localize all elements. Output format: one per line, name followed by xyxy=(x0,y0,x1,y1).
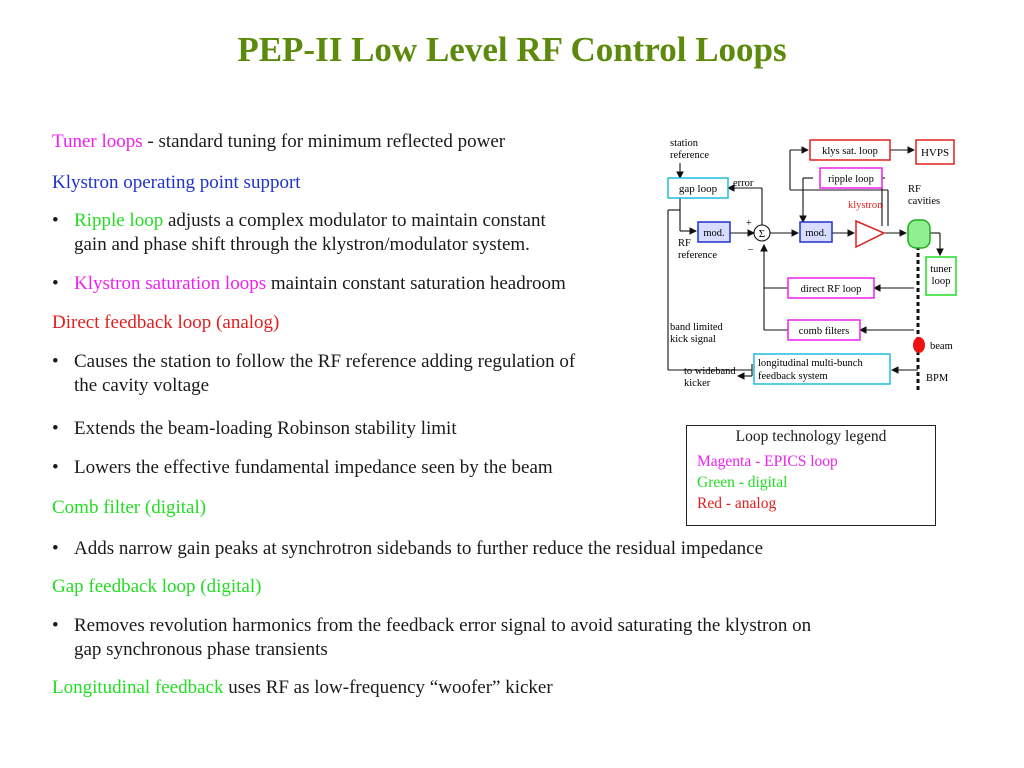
saturation-loops-item: Klystron saturation loops maintain const… xyxy=(74,272,566,296)
error-label: error xyxy=(733,178,754,189)
tuner-loop-label-1: tuner xyxy=(930,264,952,275)
klystron-symbol xyxy=(855,219,886,249)
tuner-loops-heading: Tuner loops xyxy=(52,131,143,152)
direct-rf-loop-label: direct RF loop xyxy=(801,284,862,295)
cavity-symbol xyxy=(907,219,931,249)
bpm-label: BPM xyxy=(926,373,949,384)
longitudinal-feedback-text: uses RF as low-frequency “woofer” kicker xyxy=(223,677,553,698)
minus-sign: – xyxy=(747,244,754,255)
longitudinal-feedback-heading: Longitudinal feedback xyxy=(52,677,224,698)
klystron-support-heading: Klystron operating point support xyxy=(52,172,301,193)
beam-dot xyxy=(913,337,925,353)
saturation-loops-text: maintain constant saturation headroom xyxy=(266,273,566,294)
direct-feedback-text-2: the cavity voltage xyxy=(74,375,210,396)
slide-title: PEP-II Low Level RF Control Loops xyxy=(237,30,787,69)
direct-feedback-item-1: Causes the station to follow the RF refe… xyxy=(74,350,575,398)
ripple-loop-item: Ripple loop adjusts a complex modulator … xyxy=(74,209,654,257)
saturation-loops-heading: Klystron saturation loops xyxy=(74,273,267,294)
klys-sat-loop-label: klys sat. loop xyxy=(822,146,878,157)
to-wideband-label-1: to wideband xyxy=(684,366,736,377)
ripple-loop-text-1: adjusts a complex modulator to maintain … xyxy=(163,210,546,231)
beam-label: beam xyxy=(930,341,953,352)
ripple-loop-heading: Ripple loop xyxy=(74,210,164,231)
ripple-loop-label: ripple loop xyxy=(828,174,874,185)
klystron-label: klystron xyxy=(848,200,883,211)
bullet: • xyxy=(52,210,59,231)
rf-reference-label-1: RF xyxy=(678,238,691,249)
legend-magenta: Magenta - EPICS loop xyxy=(697,453,838,470)
long-multibunch-label-1: longitudinal multi-bunch xyxy=(758,358,863,369)
modulator-right-label: mod. xyxy=(805,228,826,239)
rf-cavities-label-1: RF xyxy=(908,184,921,195)
bullet: • xyxy=(52,351,59,372)
longitudinal-feedback-line: Longitudinal feedback uses RF as low-fre… xyxy=(52,676,553,700)
bullet: • xyxy=(52,538,59,559)
rf-reference-label-2: reference xyxy=(678,250,717,261)
gap-feedback-heading: Gap feedback loop (digital) xyxy=(52,576,262,597)
direct-feedback-text-1: Causes the station to follow the RF refe… xyxy=(74,351,576,372)
gap-feedback-text-2: gap synchronous phase transients xyxy=(74,639,328,660)
gap-feedback-item: Removes revolution harmonics from the fe… xyxy=(74,614,811,662)
modulator-left-label: mod. xyxy=(703,228,724,239)
direct-feedback-item-2: Extends the beam-loading Robinson stabil… xyxy=(74,418,457,439)
to-wideband-label-2: kicker xyxy=(684,378,711,389)
legend-green: Green - digital xyxy=(697,474,788,491)
bullet: • xyxy=(52,615,59,636)
direct-feedback-heading: Direct feedback loop (analog) xyxy=(52,312,280,333)
tuner-loop-label-2: loop xyxy=(932,276,951,287)
summing-junction-label: Σ xyxy=(759,228,765,240)
bullet: • xyxy=(52,273,59,294)
rf-control-block-diagram: gap loop station reference error klys sa… xyxy=(667,138,957,390)
hvps-label: HVPS xyxy=(921,147,949,159)
comb-filters-label: comb filters xyxy=(799,326,849,337)
direct-feedback-item-3: Lowers the effective fundamental impedan… xyxy=(74,457,553,478)
legend-title: Loop technology legend xyxy=(735,428,887,445)
bullet: • xyxy=(52,457,59,478)
long-multibunch-label-2: feedback system xyxy=(758,371,828,382)
band-limited-label-2: kick signal xyxy=(670,334,716,345)
loop-technology-legend: Loop technology legend Magenta - EPICS l… xyxy=(686,425,936,526)
comb-filter-heading: Comb filter (digital) xyxy=(52,497,207,518)
comb-filter-item: Adds narrow gain peaks at synchrotron si… xyxy=(74,538,764,559)
tuner-loops-line: Tuner loops - standard tuning for minimu… xyxy=(52,130,505,154)
station-reference-label-2: reference xyxy=(670,150,709,161)
plus-sign: + xyxy=(746,218,752,229)
station-reference-label-1: station xyxy=(670,138,699,149)
ripple-loop-text-2: gain and phase shift through the klystro… xyxy=(74,234,530,255)
bullet: • xyxy=(52,418,59,439)
gap-feedback-text-1: Removes revolution harmonics from the fe… xyxy=(74,615,812,636)
gap-loop-label: gap loop xyxy=(679,183,718,195)
band-limited-label-1: band limited xyxy=(670,322,724,333)
rf-cavities-label-2: cavities xyxy=(908,196,940,207)
legend-red: Red - analog xyxy=(697,495,777,512)
tuner-loops-text: - standard tuning for minimum reflected … xyxy=(142,131,506,152)
